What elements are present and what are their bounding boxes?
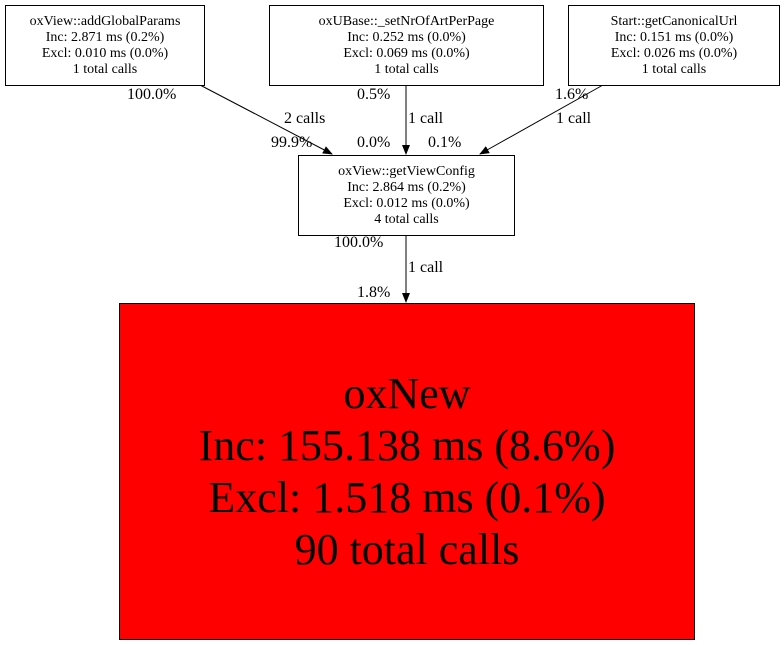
node-inc: Inc: 0.252 ms (0.0%): [347, 29, 466, 45]
edge-label-calls: 2 calls: [284, 110, 326, 127]
edge-label-to-pct: 99.9%: [271, 134, 313, 151]
node-excl: Excl: 1.518 ms (0.1%): [208, 472, 606, 522]
node-excl: Excl: 0.010 ms (0.0%): [41, 45, 169, 61]
node-calls: 1 total calls: [72, 61, 138, 77]
node-name: oxNew: [343, 368, 471, 418]
edge-getcanonicalurl-to-getviewconfig: [479, 84, 604, 155]
node-inc: Inc: 2.871 ms (0.2%): [45, 29, 165, 45]
node-name: oxView::getViewConfig: [338, 163, 475, 179]
node-calls: 1 total calls: [374, 61, 439, 77]
edge-label-to-pct: 1.8%: [357, 284, 391, 301]
edge-label-calls: 1 call: [556, 110, 592, 127]
node-name: oxView::addGlobalParams: [29, 13, 181, 29]
node-inc: Inc: 0.151 ms (0.0%): [614, 29, 734, 45]
node-inc: Inc: 155.138 ms (8.6%): [198, 420, 616, 470]
node-calls: 90 total calls: [294, 524, 520, 574]
edge-label-calls: 1 call: [408, 259, 444, 276]
edge-label-calls: 1 call: [408, 110, 444, 127]
node-getcanonicalurl[interactable]: Start::getCanonicalUrl Inc: 0.151 ms (0.…: [568, 5, 780, 86]
node-addglobalparams[interactable]: oxView::addGlobalParams Inc: 2.871 ms (0…: [5, 5, 205, 86]
node-setnrofartperpage[interactable]: oxUBase::_setNrOfArtPerPage Inc: 0.252 m…: [269, 5, 544, 86]
node-oxnew[interactable]: oxNew Inc: 155.138 ms (8.6%) Excl: 1.518…: [119, 303, 695, 640]
node-inc: Inc: 2.864 ms (0.2%): [347, 179, 466, 195]
edge-label-to-pct: 0.1%: [428, 134, 462, 151]
edge-label-from-pct: 0.5%: [357, 86, 391, 103]
node-excl: Excl: 0.012 ms (0.0%): [343, 195, 470, 211]
node-getviewconfig[interactable]: oxView::getViewConfig Inc: 2.864 ms (0.2…: [298, 155, 515, 236]
edge-label-to-pct: 0.0%: [357, 134, 391, 151]
edge-addglobalparams-to-getviewconfig: [199, 84, 333, 155]
node-calls: 4 total calls: [374, 211, 439, 227]
edge-label-from-pct: 100.0%: [127, 86, 177, 103]
node-excl: Excl: 0.069 ms (0.0%): [343, 45, 470, 61]
edge-label-from-pct: 1.6%: [555, 86, 589, 103]
node-name: oxUBase::_setNrOfArtPerPage: [318, 13, 495, 29]
node-name: Start::getCanonicalUrl: [610, 13, 738, 29]
edge-label-from-pct: 100.0%: [334, 234, 384, 251]
node-excl: Excl: 0.026 ms (0.0%): [610, 45, 738, 61]
node-calls: 1 total calls: [641, 61, 707, 77]
